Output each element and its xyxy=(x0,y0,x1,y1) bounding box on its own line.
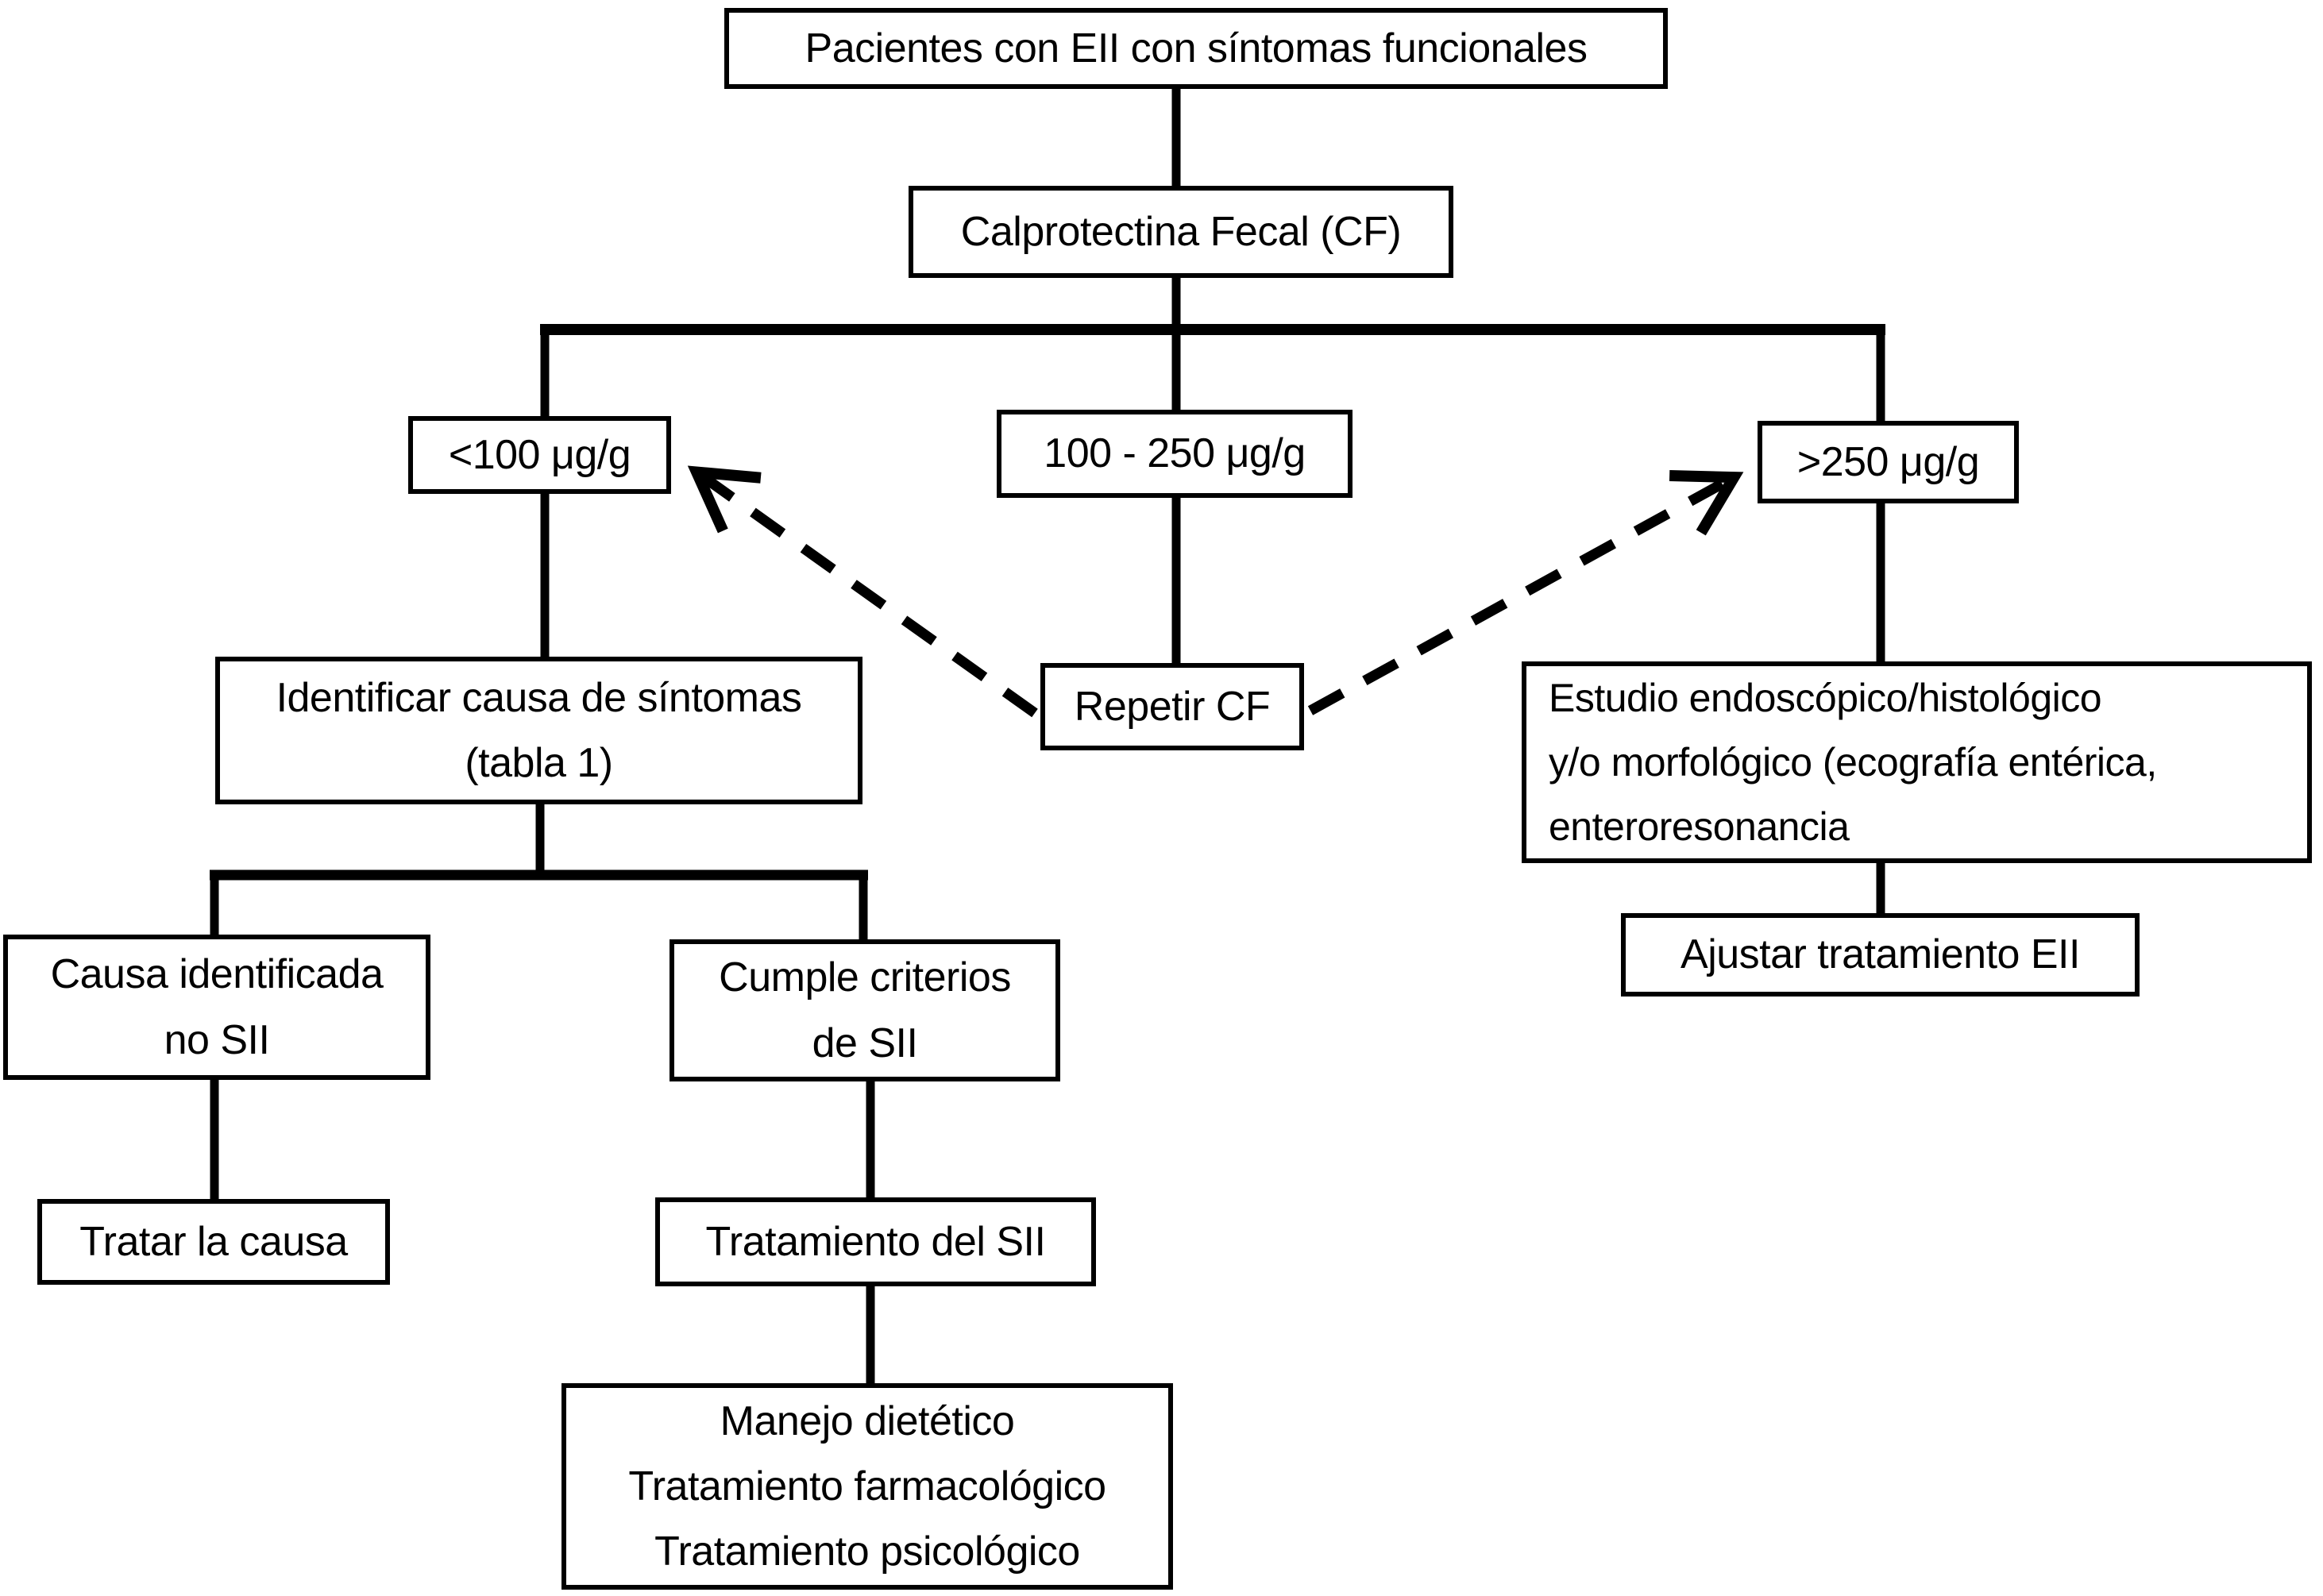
node-mid-range-label: 100 - 250 μg/g xyxy=(1044,430,1306,477)
node-cause-identified: Causa identificada no SII xyxy=(3,935,430,1080)
node-adjust-treatment-label: Ajustar tratamiento EII xyxy=(1681,931,2080,978)
node-high-range-label: >250 μg/g xyxy=(1796,438,1980,485)
node-meets-criteria-label: Cumple criterios de SII xyxy=(719,954,1011,1066)
node-repeat-cf-label: Repetir CF xyxy=(1074,683,1271,730)
node-identify-cause: Identificar causa de síntomas (tabla 1) xyxy=(215,657,862,804)
node-adjust-treatment: Ajustar tratamiento EII xyxy=(1621,913,2140,997)
node-calprotectin-label: Calprotectina Fecal (CF) xyxy=(960,208,1402,255)
node-repeat-cf: Repetir CF xyxy=(1040,663,1304,750)
dashed-arrow-repeat-to-low xyxy=(687,465,1038,718)
node-treat-cause-label: Tratar la causa xyxy=(79,1218,348,1265)
node-low-range-label: <100 μg/g xyxy=(448,431,631,478)
node-ibs-treatment-label: Tratamiento del SII xyxy=(705,1218,1046,1265)
node-management-options-label: Manejo dietético Tratamiento farmacológi… xyxy=(628,1397,1106,1575)
node-cause-identified-label: Causa identificada no SII xyxy=(50,951,384,1063)
dashed-arrow-repeat-to-high xyxy=(1307,469,1744,715)
node-treat-cause: Tratar la causa xyxy=(37,1199,390,1285)
node-management-options: Manejo dietético Tratamiento farmacológi… xyxy=(561,1383,1173,1590)
node-endoscopic-study: Estudio endoscópico/histológico y/o morf… xyxy=(1522,661,2312,863)
node-ibs-treatment: Tratamiento del SII xyxy=(655,1197,1096,1286)
node-meets-criteria: Cumple criterios de SII xyxy=(670,939,1060,1081)
node-patients: Pacientes con EII con síntomas funcional… xyxy=(724,8,1668,89)
node-calprotectin: Calprotectina Fecal (CF) xyxy=(909,186,1453,278)
node-low-range: <100 μg/g xyxy=(408,416,671,494)
node-endoscopic-study-label: Estudio endoscópico/histológico y/o morf… xyxy=(1549,675,2157,849)
node-patients-label: Pacientes con EII con síntomas funcional… xyxy=(805,25,1588,71)
node-identify-cause-label: Identificar causa de síntomas (tabla 1) xyxy=(276,674,802,786)
node-mid-range: 100 - 250 μg/g xyxy=(997,410,1353,498)
node-high-range: >250 μg/g xyxy=(1758,421,2019,503)
